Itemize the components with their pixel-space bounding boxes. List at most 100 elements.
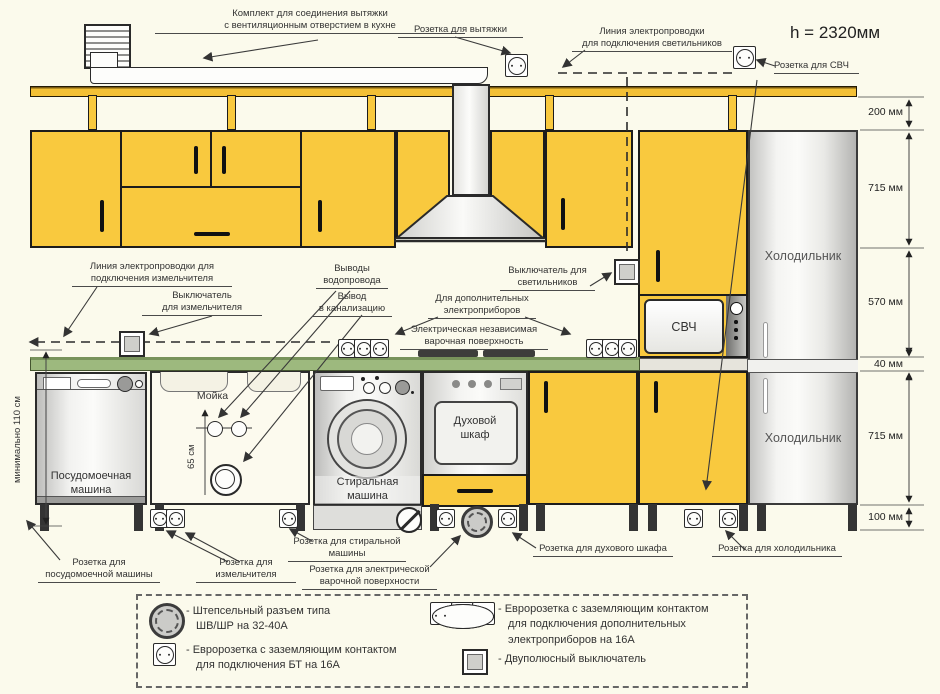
dim-715-lower: 715 мм [868, 430, 903, 442]
shelf-support [88, 95, 97, 130]
cabinet-leg [739, 504, 748, 531]
microwave-label: СВЧ [671, 319, 697, 334]
cabinet-leg [629, 504, 638, 531]
cabinet-leg [757, 504, 766, 531]
tall-column-microwave-niche: СВЧ [638, 294, 748, 358]
dishwasher [35, 372, 147, 505]
cooktop-surface [418, 350, 478, 357]
dimension-lines [30, 96, 924, 531]
refrigerator [748, 130, 858, 505]
dim-570: 570 мм [868, 296, 903, 308]
microwave-wall-socket [733, 46, 756, 69]
fridge-socket [719, 509, 738, 528]
top-shelf [30, 86, 857, 97]
microwave-control-strip [726, 296, 746, 356]
cabinet-leg [648, 504, 657, 531]
water-outlet-symbol [207, 421, 223, 437]
sink-bowl [247, 372, 301, 392]
cooktop-surface [483, 350, 535, 357]
fridge-handle [763, 322, 768, 358]
countertop [30, 357, 640, 371]
hood-socket [505, 54, 528, 77]
dim-40: 40 мм [873, 358, 903, 370]
countertop-socket [618, 339, 637, 358]
countertop-socket [370, 339, 389, 358]
grinder-switch [119, 331, 145, 357]
no-socket-symbol [396, 507, 422, 533]
shelf-support [227, 95, 236, 130]
triple-socket-icon [430, 602, 495, 630]
sink-height-dim-label: 65 см [186, 444, 197, 470]
oven-socket [498, 509, 517, 528]
dim-100: 100 мм [868, 511, 903, 523]
total-height-label: h = 2320мм [790, 23, 881, 42]
fridge-upper-label: Холодильник [764, 249, 842, 263]
upper-cabinet-door [30, 130, 122, 248]
fridge-handle [763, 378, 768, 414]
oven-drawer [422, 474, 528, 507]
upper-cabinet-flap [120, 186, 302, 248]
fridge-divider [748, 359, 858, 373]
lights-switch [614, 259, 640, 285]
countertop-socket [602, 339, 621, 358]
extra-socket [684, 509, 703, 528]
oven-socket [436, 509, 455, 528]
fridge-socket-label: Розетка для холодильника [712, 543, 842, 557]
drain-outlet-symbol [210, 464, 242, 496]
oven-socket-label: Розетка для духового шкафа [533, 543, 673, 557]
cabinet-leg [519, 504, 528, 531]
water-outlet-symbol [231, 421, 247, 437]
shelf-support [367, 95, 376, 130]
round-connector-icon [149, 603, 185, 639]
two-pole-switch-icon [462, 649, 488, 675]
fridge-lower-label: Холодильник [764, 431, 842, 445]
legend-item-4: - Двуполюсный выключатель [498, 653, 646, 665]
sink-bowl [160, 372, 228, 392]
upper-cabinet-door [120, 130, 212, 188]
oven-window [434, 401, 518, 465]
hood-canopy [394, 195, 546, 243]
cabinet-leg [134, 504, 143, 531]
dishwasher-knob [117, 376, 133, 392]
cabinet-leg [296, 504, 305, 531]
euro-socket-icon [153, 643, 176, 666]
tall-column-upper-door [638, 130, 748, 296]
min-height-label: минимально 110 см [12, 396, 23, 484]
oven [422, 371, 528, 507]
cabinet-leg [848, 504, 857, 531]
microwave-body: СВЧ [644, 299, 724, 354]
hood-duct [452, 84, 490, 196]
microwave-socket-label: Розетка для СВЧ [774, 60, 859, 74]
upper-cabinet-door [545, 130, 633, 248]
hood-duct-channel [90, 67, 488, 84]
cooktop-connector [461, 506, 493, 538]
dim-200: 200 мм [868, 106, 903, 118]
cabinet-leg [430, 504, 439, 531]
wiring-dashed-lines [36, 72, 732, 343]
hood-socket-label: Розетка для вытяжки [398, 24, 523, 38]
upper-cabinet-door [300, 130, 396, 248]
cabinet-leg [536, 504, 545, 531]
